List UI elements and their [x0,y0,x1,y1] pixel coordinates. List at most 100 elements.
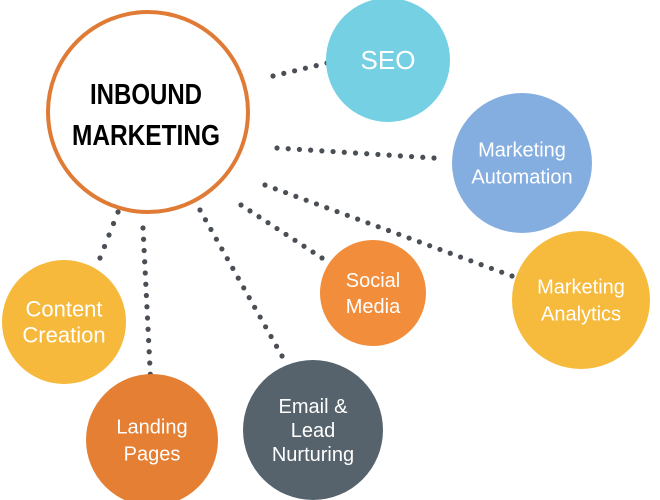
connector-dot-marketing-analytics [457,254,464,260]
connector-dot-marketing-analytics [293,193,299,199]
connector-dot-landing-pages [145,326,151,332]
connector-dot-email-lead-nurturing [208,226,214,233]
node-label-social-media: Media [346,296,401,318]
connector-dot-email-lead-nurturing [263,324,269,330]
connector-dot-seo [302,65,308,71]
white-patch [455,420,640,500]
node-circle-marketing-automation [452,93,592,233]
connector-dot-marketing-analytics [282,189,289,196]
connector-dot-landing-pages [144,315,151,321]
connector-dot-marketing-automation [431,155,437,161]
connector-dot-marketing-analytics [499,269,505,275]
node-label-content-creation: Content [25,297,102,322]
connector-dot-email-lead-nurturing [279,353,285,359]
connector-dot-landing-pages [143,292,149,299]
node-label-landing-pages: Pages [124,444,181,466]
node-label-marketing-analytics: Analytics [541,304,621,326]
connector-dot-marketing-automation [274,145,280,151]
connector-dot-email-lead-nurturing [268,333,274,340]
node-label-email-lead-nurturing: Email & [279,396,349,418]
connector-dot-marketing-analytics [375,224,381,230]
node-circle-seo [326,0,450,122]
connector-dot-seo [281,70,287,76]
connector-dot-marketing-analytics [303,197,309,203]
connector-dot-marketing-analytics [416,239,422,245]
node-label-social-media: Social [346,270,400,292]
connector-dot-marketing-automation [308,147,314,153]
node-label-email-lead-nurturing: Nurturing [272,444,354,466]
connector-dot-marketing-analytics [437,246,443,253]
node-label-seo: SEO [361,45,416,75]
connector-dot-marketing-analytics [468,258,474,264]
center-title-line1: INBOUND [90,79,202,111]
connector-dot-social-media [238,202,244,208]
connector-dot-landing-pages [146,337,152,344]
connector-dot-social-media [319,255,325,261]
connector-dot-marketing-automation [408,153,415,160]
connector-dot-social-media [292,237,298,243]
connector-dot-marketing-analytics [272,186,278,192]
connector-dot-content-creation [101,243,108,250]
connector-dot-marketing-analytics [324,205,330,211]
connector-dot-email-lead-nurturing [235,275,241,281]
connector-dot-social-media [256,214,262,220]
center-title-line2: MARKETING [72,120,220,152]
connector-dot-marketing-automation [420,154,426,160]
connector-dot-seo [292,68,298,74]
connector-dot-marketing-analytics [488,265,495,272]
connector-dot-marketing-analytics [478,262,484,268]
connector-dot-marketing-automation [330,148,336,155]
node-label-content-creation: Creation [22,323,105,348]
connector-dot-marketing-analytics [396,231,402,237]
node-circle-content-creation [2,260,126,384]
connector-dot-landing-pages [144,304,150,310]
connector-dot-marketing-automation [285,146,291,152]
connector-dot-social-media [274,225,280,232]
connector-dot-content-creation [110,220,117,227]
node-label-landing-pages: Landing [116,417,187,439]
node-label-marketing-automation: Marketing [478,140,566,162]
connectors [97,60,515,411]
connector-dot-marketing-analytics [385,227,392,234]
connector-dot-marketing-analytics [509,273,515,279]
connector-dot-email-lead-nurturing [202,217,209,223]
connector-dot-email-lead-nurturing [246,295,252,301]
connector-dot-marketing-analytics [313,201,320,207]
connector-dot-social-media [283,231,289,238]
node-label-marketing-automation: Automation [471,167,572,189]
connector-dot-email-lead-nurturing [273,343,280,349]
node-label-marketing-analytics: Marketing [537,277,625,299]
connector-dot-marketing-analytics [262,182,268,188]
center-node: INBOUND MARKETING [46,10,250,214]
connector-dot-marketing-analytics [344,212,350,218]
connector-dot-marketing-automation [341,149,347,155]
connector-dot-content-creation [115,209,121,215]
connector-dot-email-lead-nurturing [213,236,219,242]
connector-dot-marketing-analytics [427,243,433,249]
connector-dot-landing-pages [142,270,148,276]
connector-dot-marketing-automation [397,153,403,159]
connector-dot-marketing-analytics [447,250,453,256]
connector-dot-marketing-automation [364,151,370,157]
node-seo: SEO [326,0,450,122]
connector-dot-social-media [301,243,307,249]
connector-dot-marketing-automation [375,151,381,158]
connector-dot-email-lead-nurturing [224,256,230,262]
connector-dot-marketing-automation [296,146,303,153]
connector-dot-social-media [310,249,316,255]
connector-dot-marketing-analytics [365,220,371,226]
node-circle-landing-pages [86,374,218,500]
connector-dot-landing-pages [140,225,146,231]
connector-dot-marketing-automation [352,150,359,156]
connector-dot-content-creation [106,232,112,238]
connector-dot-marketing-analytics [406,235,412,241]
connector-dot-marketing-automation [319,148,325,154]
